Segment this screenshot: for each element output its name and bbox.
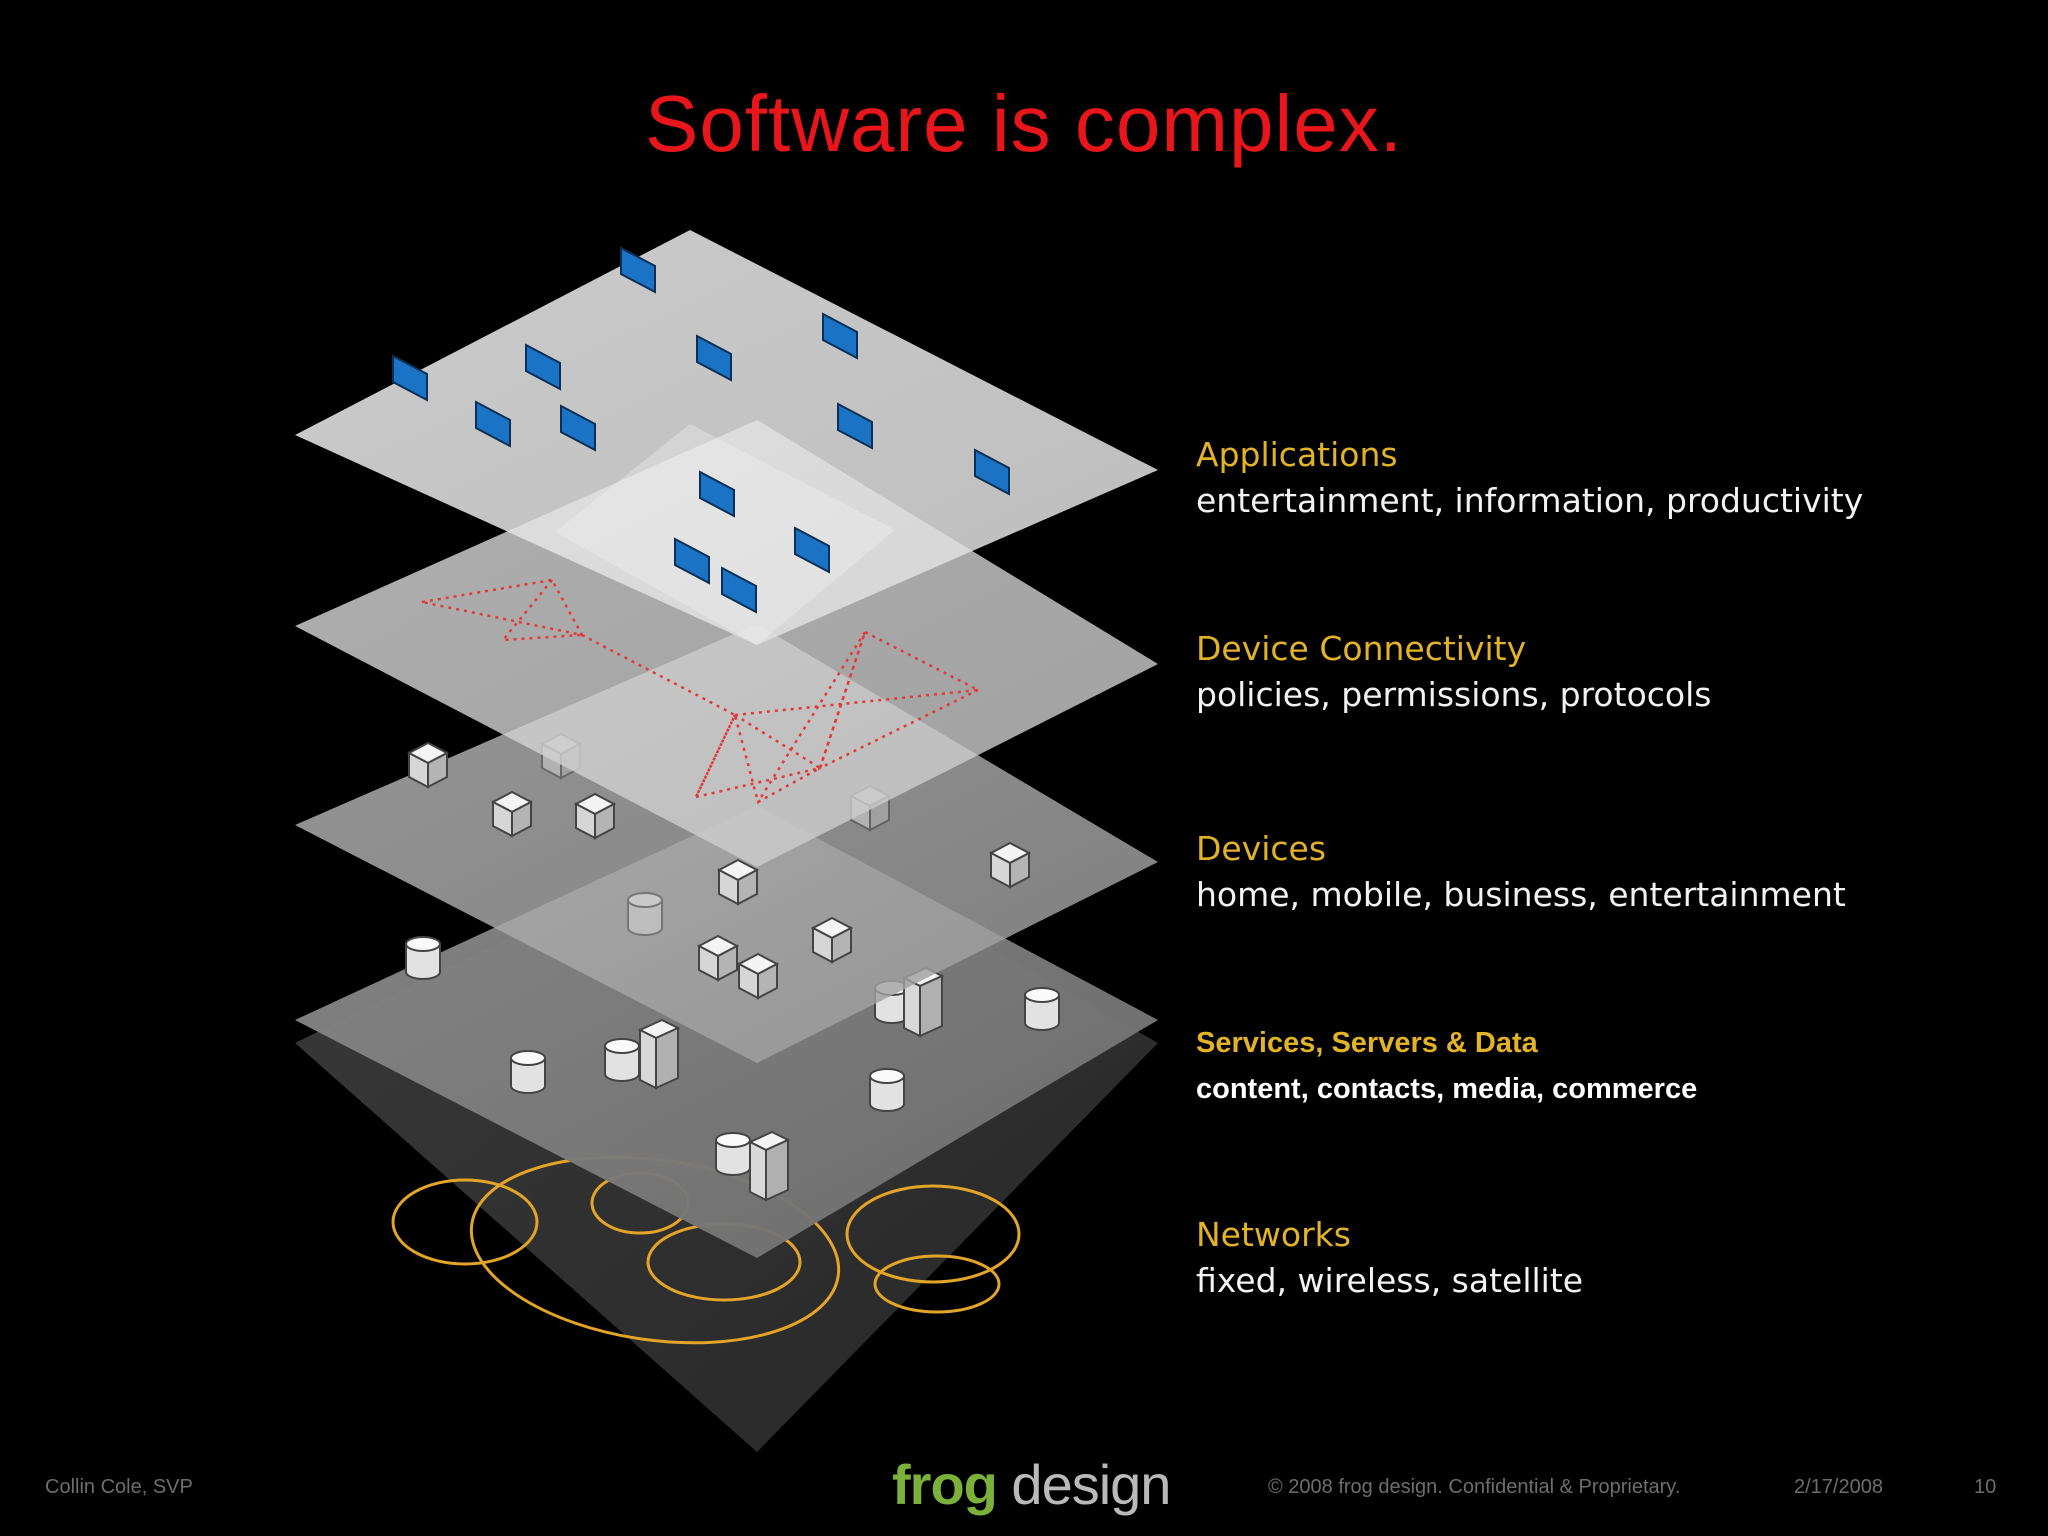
logo-frog: frog <box>892 1453 998 1516</box>
layer-description: content, contacts, media, commerce <box>1196 1073 1698 1105</box>
layer-title: Devices <box>1196 829 1327 868</box>
label-networks: Networks fixed, wireless, satellite <box>1196 1212 1583 1304</box>
layer-description: home, mobile, business, entertainment <box>1196 875 1846 914</box>
logo-design: design <box>1011 1453 1171 1516</box>
frog-design-logo: frog design <box>892 1452 1171 1517</box>
footer-copyright: © 2008 frog design. Confidential & Propr… <box>1268 1476 1681 1498</box>
footer-author: Collin Cole, SVP <box>45 1476 193 1498</box>
layer-description: fixed, wireless, satellite <box>1196 1261 1584 1300</box>
footer-page-number: 10 <box>1974 1476 1997 1498</box>
connectivity-lines <box>421 578 983 804</box>
footer-date: 2/17/2008 <box>1794 1476 1883 1498</box>
layer-title: Networks <box>1196 1215 1351 1254</box>
label-services: Services, Servers & Data content, contac… <box>1196 1020 1697 1112</box>
label-devices: Devices home, mobile, business, entertai… <box>1196 826 1846 918</box>
applications-layer <box>295 230 1158 645</box>
label-device-connectivity: Device Connectivity policies, permission… <box>1196 626 1711 718</box>
slide-title: Software is complex. <box>644 79 1404 168</box>
label-applications: Applications entertainment, information,… <box>1196 432 1863 524</box>
layer-title: Services, Servers & Data <box>1196 1027 1538 1059</box>
layer-description: entertainment, information, productivity <box>1196 481 1864 520</box>
layer-title: Applications <box>1196 435 1398 474</box>
layer-description: policies, permissions, protocols <box>1196 675 1712 714</box>
layer-title: Device Connectivity <box>1196 629 1527 668</box>
